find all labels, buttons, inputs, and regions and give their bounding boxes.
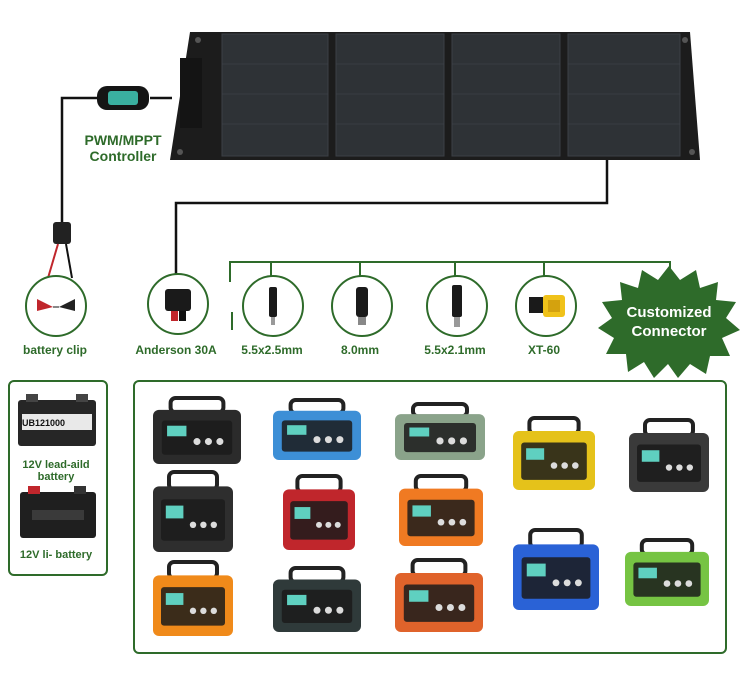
controller-label-line1: PWM/MPPT [84,132,162,148]
solar-panel [170,32,700,160]
xt60-plug-icon [529,295,565,317]
customized-connector-badge [598,266,740,378]
custom-badge-line2: Connector [631,323,707,340]
dc-barrel-plug-icon [452,285,462,327]
power-station-icon [153,560,233,636]
power-station-icon [395,402,485,460]
power-station-icon [153,470,233,552]
alligator-clip-icon [37,299,75,311]
dc-barrel-plug-icon [269,287,277,325]
connector-5.5x2.1 [426,275,488,337]
dc-barrel-plug-icon [356,287,368,325]
lithium-battery-icon [20,486,96,538]
custom-badge-line1: Customized [626,304,712,321]
connector-label-5.5x2.1: 5.5x2.1mm [424,343,486,357]
power-station-icon [395,558,483,632]
controller-label-line2: Controller [89,148,157,164]
power-station-icon [513,528,599,610]
controller-label: PWM/MPPT Controller [78,132,168,164]
battery-clip-label: battery clip [22,343,88,357]
power-station-icon [153,396,241,464]
power-station-icon [513,416,595,490]
connector-xt60 [515,275,577,337]
connector-anderson [147,273,209,335]
lead-acid-battery-print: UB121000 [22,418,66,428]
customized-connector-text: Customized Connector [608,303,730,341]
power-station-icon [399,474,483,546]
connector-label-8.0: 8.0mm [340,343,380,357]
connector-label-5.5x2.5: 5.5x2.5mm [241,343,303,357]
power-station-icon [283,474,355,550]
power-station-icon [629,418,709,492]
lead-acid-battery-label: 12V lead-aild battery [22,459,90,483]
lithium-battery-label: 12V li- battery [19,549,93,561]
power-station-icon [273,566,361,632]
battery-clip-circle [25,275,87,337]
lead-acid-battery-icon [18,394,96,446]
anderson-plug-icon [165,289,191,321]
power-station-icon [273,398,361,460]
power-station-icon [625,538,709,606]
connector-label-xt60: XT-60 [527,343,560,357]
connector-5.5x2.5 [242,275,304,337]
connector-label-anderson: Anderson 30A [135,343,217,357]
power-stations-grid [153,396,709,636]
connector-8.0 [331,275,393,337]
